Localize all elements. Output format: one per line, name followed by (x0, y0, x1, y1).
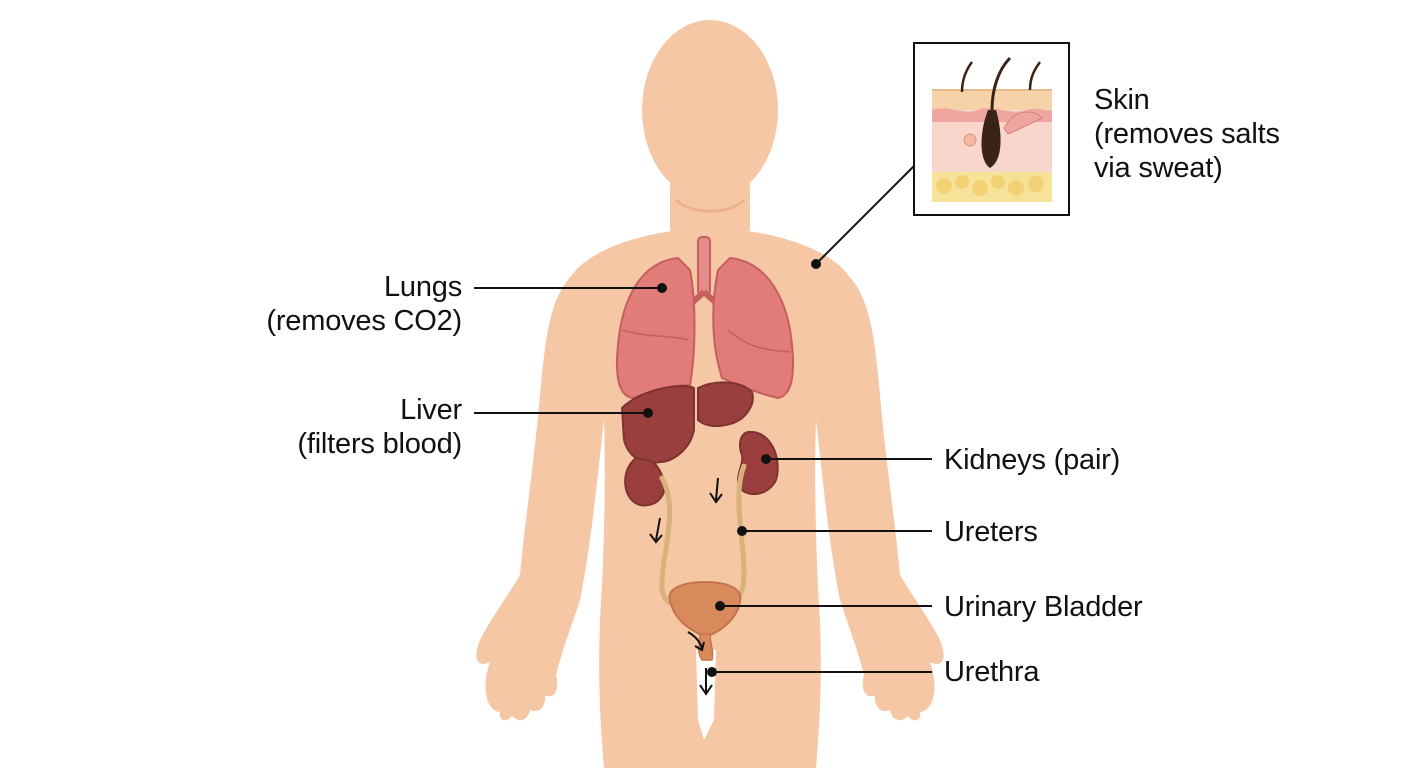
label-ureters-name: Ureters (944, 516, 1038, 548)
leader-lines (474, 165, 932, 677)
skin-inset (913, 42, 1070, 216)
label-ureters: Ureters (944, 515, 1038, 549)
label-liver-name: Liver (400, 394, 462, 426)
label-bladder-name: Urinary Bladder (944, 591, 1143, 623)
label-lungs-note: (removes CO2) (266, 305, 462, 337)
label-kidneys: Kidneys (pair) (944, 443, 1120, 477)
label-skin-name: Skin (1094, 84, 1150, 116)
lungs-organ (615, 236, 795, 400)
flow-arrows (649, 477, 723, 696)
label-urinary-bladder: Urinary Bladder (944, 590, 1143, 624)
label-skin-note-line1: (removes salts (1094, 118, 1280, 150)
label-liver-note: (filters blood) (297, 428, 462, 460)
label-liver: Liver (filters blood) (297, 393, 462, 461)
label-lungs-name: Lungs (383, 271, 462, 303)
body-silhouette (476, 20, 944, 768)
label-kidneys-name: Kidneys (pair) (944, 444, 1121, 476)
label-skin: Skin (removes salts via sweat) (1094, 83, 1280, 185)
chin-line (674, 198, 746, 213)
label-urethra-name: Urethra (944, 656, 1040, 688)
label-urethra: Urethra (944, 655, 1040, 689)
liver-organ (620, 381, 754, 464)
label-skin-note-line2: via sweat) (1094, 152, 1223, 184)
label-lungs: Lungs (removes CO2) (266, 270, 462, 338)
